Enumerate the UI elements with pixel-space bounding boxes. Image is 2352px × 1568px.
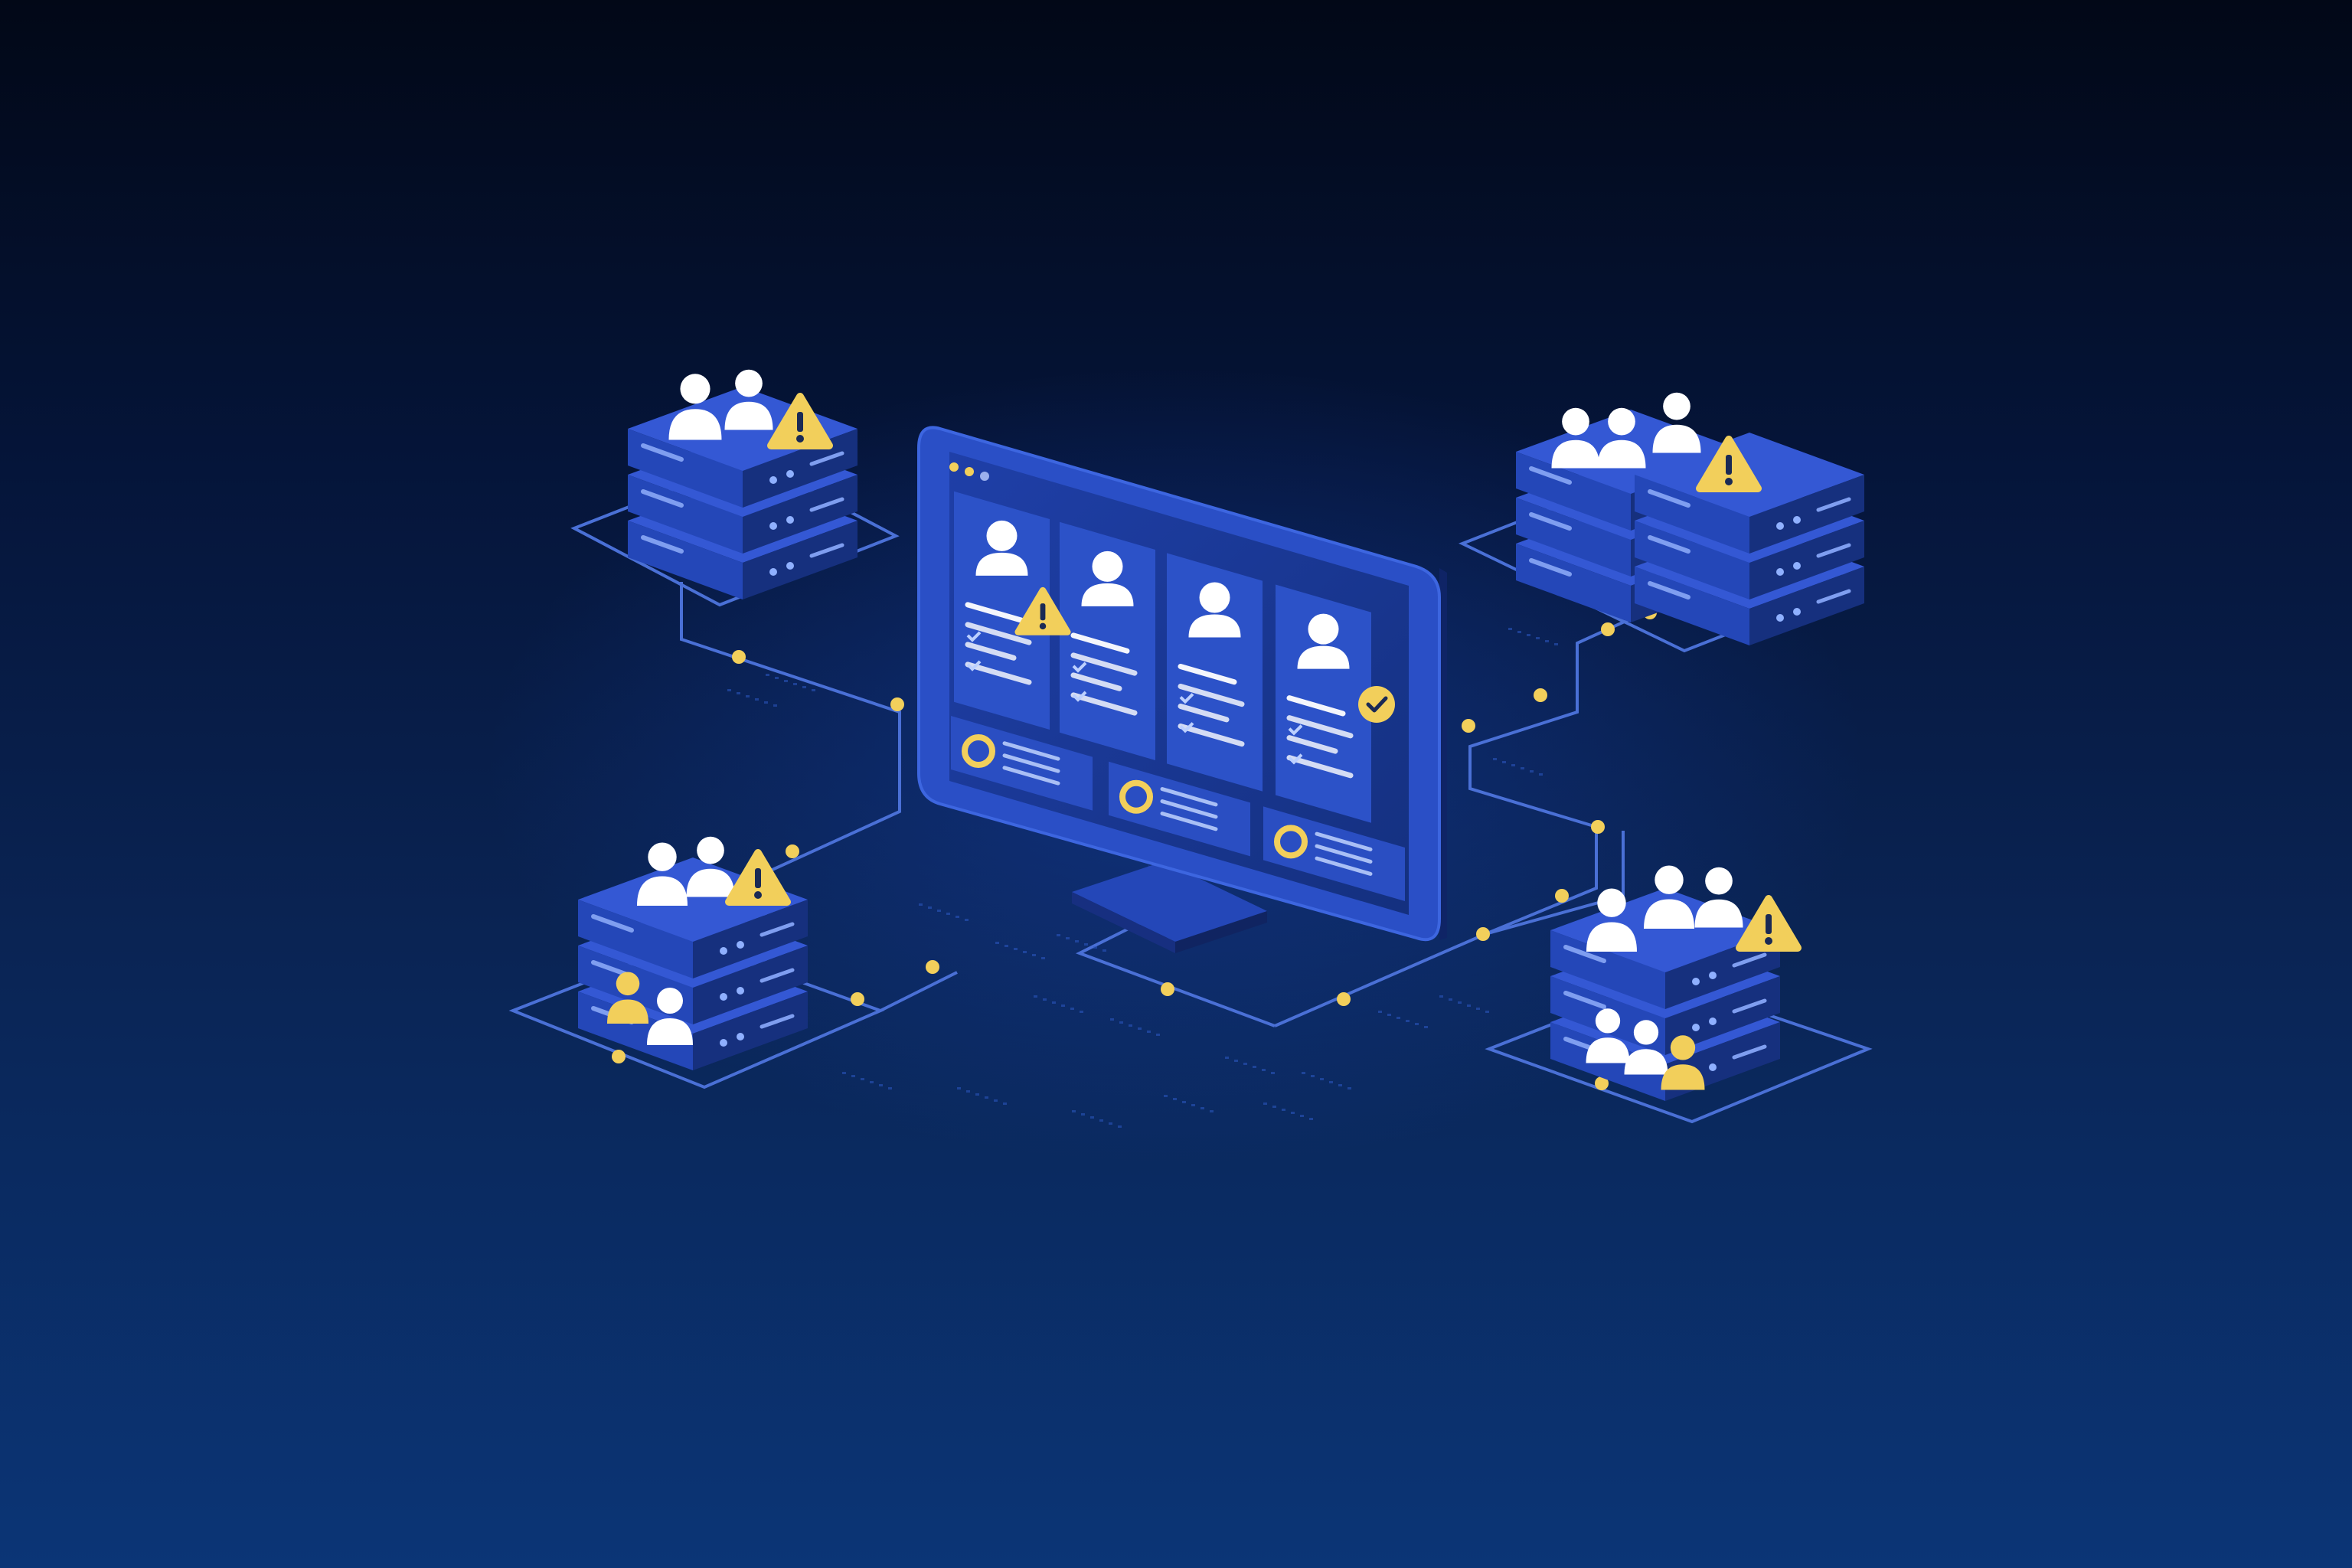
person-icon — [607, 972, 648, 1024]
user-card — [1167, 553, 1263, 792]
check-icon — [1358, 686, 1395, 723]
person-icon — [724, 369, 773, 430]
dashboard-widgets — [951, 716, 1405, 901]
warning-icon — [725, 849, 791, 906]
window-dot — [980, 472, 989, 481]
person-icon — [668, 374, 722, 440]
link-top-right — [1468, 603, 1662, 936]
floor-dots — [727, 628, 1558, 1128]
avatar — [1297, 613, 1350, 669]
user-card — [954, 491, 1050, 730]
person-icon — [1661, 1035, 1705, 1090]
server-stack-icon — [628, 387, 858, 599]
window-dot — [965, 467, 974, 476]
avatar — [1081, 550, 1134, 606]
avatar — [975, 520, 1028, 576]
person-icon — [1652, 392, 1701, 453]
person-icon — [1586, 1008, 1630, 1063]
avatar — [1188, 582, 1241, 638]
user-card — [1060, 521, 1155, 761]
monitor — [917, 426, 1447, 953]
dashboard-widget — [1109, 761, 1250, 857]
user-groups — [607, 369, 1802, 1090]
link-monitor-base — [1075, 921, 1276, 1027]
window-dot — [949, 462, 959, 472]
person-icon — [1624, 1020, 1668, 1075]
person-icon — [1586, 888, 1637, 952]
link-bottom-left-2 — [880, 971, 958, 1012]
warning-icon — [1736, 895, 1802, 952]
person-icon — [1551, 407, 1600, 469]
person-icon — [686, 836, 735, 897]
person-icon — [1597, 407, 1646, 469]
dashboard-widget — [1263, 806, 1405, 901]
donut-chart-icon — [1119, 779, 1153, 814]
user-cards — [954, 491, 1371, 823]
link-top-left — [680, 582, 901, 874]
person-icon — [647, 988, 693, 1045]
dashboard-widget — [951, 716, 1093, 811]
link-bottom-right — [1274, 831, 1625, 1027]
warning-icon — [1696, 436, 1762, 492]
server-cluster-top-left — [628, 387, 858, 599]
server-stack-icon — [1635, 433, 1864, 645]
person-icon — [1644, 865, 1694, 929]
monitor-base — [1072, 861, 1267, 942]
user-card — [1276, 584, 1371, 823]
donut-chart-icon — [1274, 825, 1308, 859]
person-icon — [1694, 867, 1743, 928]
donut-chart-icon — [962, 734, 995, 768]
person-icon — [637, 842, 688, 906]
warning-icon — [1014, 586, 1071, 635]
warning-icon — [767, 393, 833, 449]
